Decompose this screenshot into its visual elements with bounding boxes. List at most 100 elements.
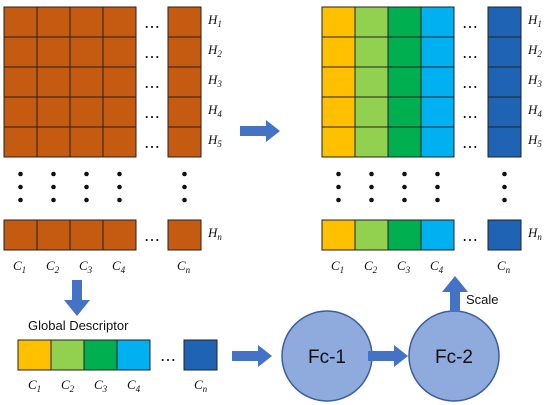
right-cell bbox=[387, 126, 422, 158]
left-cell bbox=[69, 96, 104, 128]
input-feature-map-dots bbox=[18, 171, 187, 203]
left-cell bbox=[3, 96, 38, 128]
left-dot bbox=[182, 184, 187, 190]
left-cell bbox=[102, 126, 137, 158]
left-col-label-c2: C2 bbox=[46, 258, 60, 275]
global-descriptor-ellipsis: … bbox=[160, 346, 176, 365]
left-cell bbox=[3, 66, 38, 98]
left-col-label-c4: C4 bbox=[112, 258, 126, 275]
gd-col-label-c3: C3 bbox=[94, 377, 108, 394]
left-cell bbox=[102, 66, 137, 98]
left-dot bbox=[18, 184, 23, 190]
right-cell-row-n bbox=[420, 219, 455, 251]
right-row-label-h2-base: H bbox=[527, 42, 538, 57]
right-dot bbox=[369, 184, 374, 190]
fc-1-label: Fc-1 bbox=[308, 347, 346, 368]
left-cell bbox=[102, 96, 137, 128]
output-feature-map: …………… bbox=[321, 6, 522, 158]
left-row-ellipsis: … bbox=[144, 13, 160, 32]
left-row-label-h4: H4 bbox=[207, 102, 222, 119]
right-cell bbox=[321, 6, 356, 38]
gd-col-label-c2-subscript: 2 bbox=[70, 384, 75, 394]
right-col-label-c1: C1 bbox=[331, 258, 344, 275]
right-cell-row-n bbox=[354, 219, 389, 251]
right-cell-row-n bbox=[387, 219, 422, 251]
left-row-label-h4-subscript: 4 bbox=[217, 109, 222, 119]
right-dot bbox=[435, 197, 440, 203]
right-cell bbox=[420, 36, 455, 68]
right-row-ellipsis: … bbox=[462, 43, 478, 62]
right-row-label-h1-subscript: 1 bbox=[537, 19, 542, 29]
right-cell bbox=[321, 36, 356, 68]
left-col-label-c3: C3 bbox=[79, 258, 93, 275]
arrow-descriptor-to-fc1 bbox=[232, 345, 272, 367]
left-cell bbox=[102, 36, 137, 68]
right-dot bbox=[336, 171, 341, 177]
left-col-label-c1-subscript: 1 bbox=[22, 265, 27, 275]
right-cell-n bbox=[487, 6, 522, 38]
gd-col-label-c1: C1 bbox=[28, 377, 41, 394]
left-row-ellipsis: … bbox=[144, 226, 160, 245]
left-row-ellipsis: … bbox=[144, 103, 160, 122]
right-row-ellipsis: … bbox=[462, 13, 478, 32]
left-dot bbox=[18, 171, 23, 177]
global-descriptor-label: Global Descriptor bbox=[28, 318, 129, 333]
right-dot bbox=[402, 197, 407, 203]
gd-col-label-c4-subscript: 4 bbox=[136, 384, 141, 394]
left-cell-row-n bbox=[3, 219, 38, 251]
right-row-label-h3-base: H bbox=[527, 72, 538, 87]
right-cell-n bbox=[487, 126, 522, 158]
right-row-label-h1-base: H bbox=[527, 12, 538, 27]
right-row-label-h3-subscript: 3 bbox=[536, 79, 542, 89]
right-cell bbox=[420, 126, 455, 158]
left-cell bbox=[3, 126, 38, 158]
left-row-label-h1-subscript: 1 bbox=[217, 19, 222, 29]
right-cell bbox=[387, 6, 422, 38]
right-cell-n bbox=[487, 96, 522, 128]
right-dot bbox=[369, 197, 374, 203]
right-dot bbox=[336, 184, 341, 190]
left-cell-n bbox=[167, 6, 202, 38]
gd-col-label-c3-base: C bbox=[94, 377, 103, 392]
right-row-label-hn: Hn bbox=[527, 225, 542, 242]
right-row-label-h5-base: H bbox=[527, 132, 538, 147]
left-col-label-c1-base: C bbox=[13, 258, 22, 273]
left-row-label-h3-subscript: 3 bbox=[216, 79, 222, 89]
left-cell bbox=[69, 66, 104, 98]
gd-col-label-c2-base: C bbox=[61, 377, 70, 392]
right-row-label-h2: H2 bbox=[527, 42, 542, 59]
left-row-label-h5-subscript: 5 bbox=[217, 139, 222, 149]
right-col-label-cn: Cn bbox=[497, 258, 511, 275]
right-col-label-c2: C2 bbox=[364, 258, 378, 275]
left-row-label-h1-base: H bbox=[207, 12, 218, 27]
right-cell bbox=[420, 66, 455, 98]
left-row-label-h2: H2 bbox=[207, 42, 222, 59]
right-col-label-c1-subscript: 1 bbox=[340, 265, 345, 275]
right-col-label-c3-base: C bbox=[397, 258, 406, 273]
left-row-label-h1: H1 bbox=[207, 12, 222, 29]
right-col-label-c3: C3 bbox=[397, 258, 411, 275]
right-dot bbox=[502, 184, 507, 190]
global-descriptor-cell bbox=[116, 339, 151, 371]
right-cell bbox=[354, 96, 389, 128]
left-row-label-hn-subscript: n bbox=[217, 232, 222, 242]
left-dot bbox=[84, 197, 89, 203]
right-cell bbox=[321, 126, 356, 158]
output-feature-map-row-n: … bbox=[321, 219, 522, 251]
left-dot bbox=[117, 171, 122, 177]
right-col-label-c4-base: C bbox=[430, 258, 439, 273]
fc-2-label: Fc-2 bbox=[435, 347, 473, 368]
left-cell bbox=[36, 66, 71, 98]
right-col-label-c4: C4 bbox=[430, 258, 444, 275]
right-col-label-c2-base: C bbox=[364, 258, 373, 273]
left-cell-row-n bbox=[102, 219, 137, 251]
right-row-label-h4-base: H bbox=[527, 102, 538, 117]
left-cell-row-n bbox=[36, 219, 71, 251]
left-cell-n bbox=[167, 96, 202, 128]
left-cell-n bbox=[167, 66, 202, 98]
right-cell bbox=[354, 36, 389, 68]
right-col-label-c2-subscript: 2 bbox=[373, 265, 378, 275]
